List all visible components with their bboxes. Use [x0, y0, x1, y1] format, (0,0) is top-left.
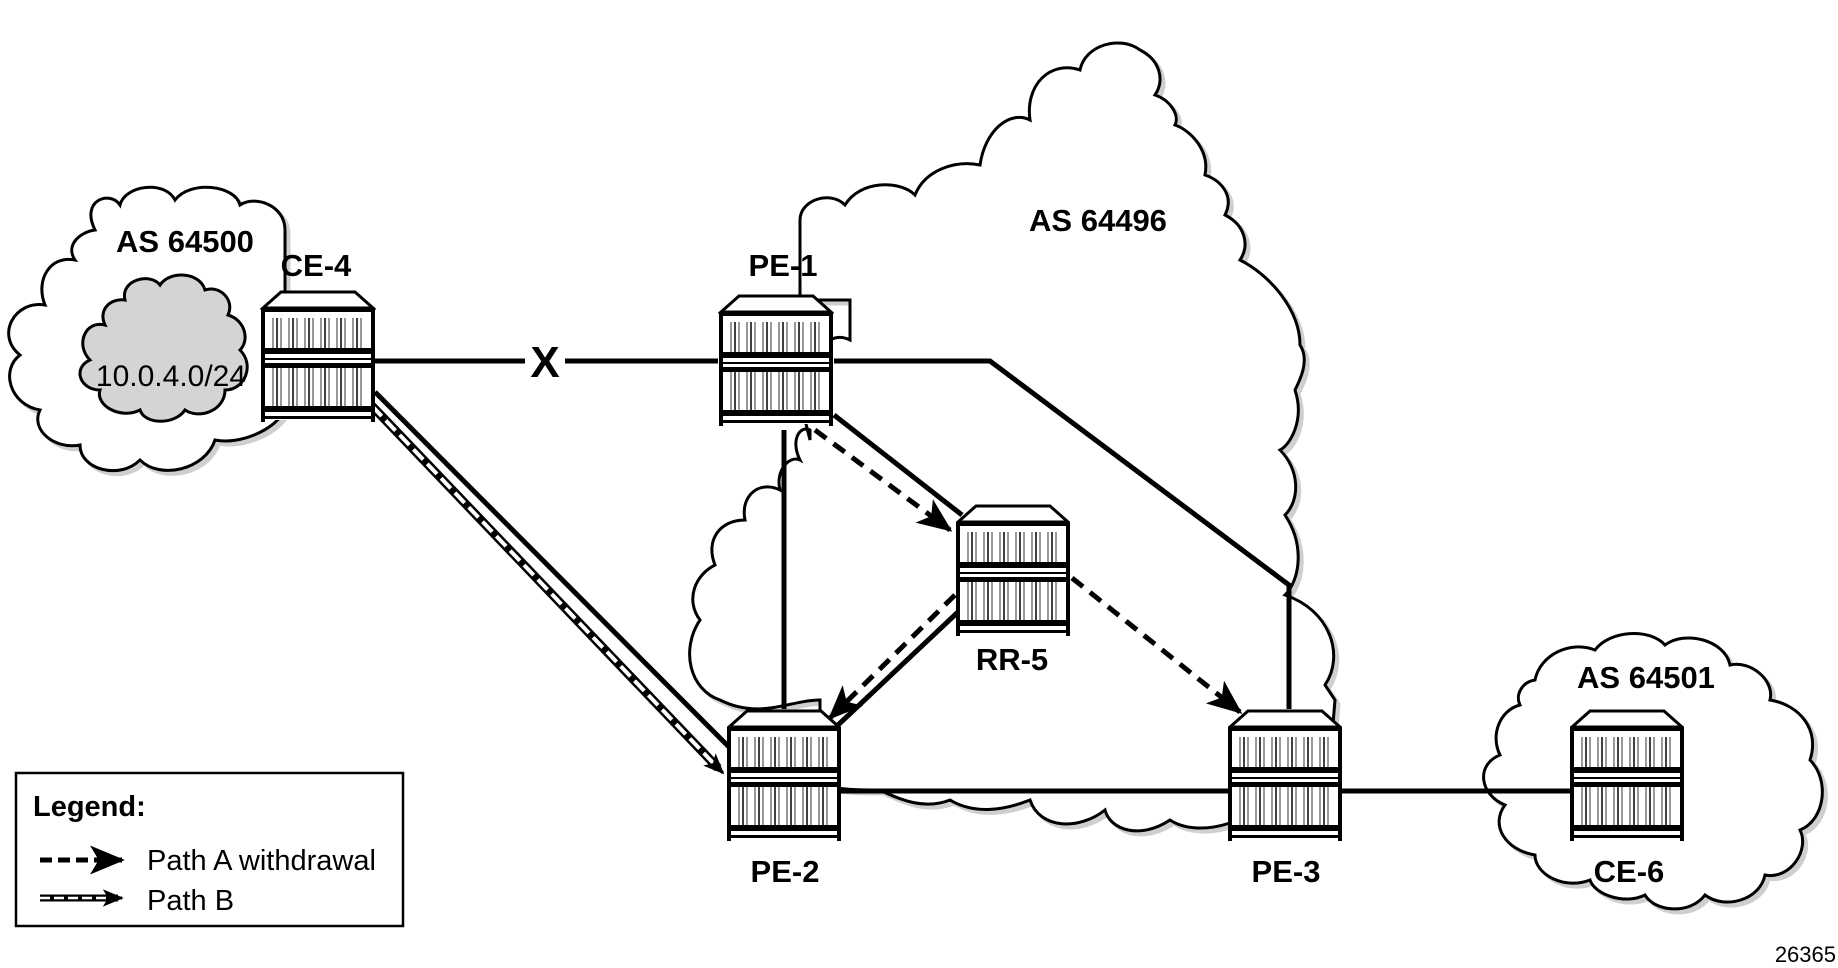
figure-id: 26365 — [1775, 942, 1836, 967]
flow-rr5-pe2 — [827, 593, 957, 721]
as64496-label: AS 64496 — [1029, 203, 1167, 238]
router-rr5[interactable] — [956, 504, 1070, 636]
rr5-label: RR-5 — [976, 642, 1048, 677]
router-pe3[interactable] — [1228, 709, 1342, 841]
flow-rr5-pe3 — [1070, 576, 1243, 714]
as64501-label: AS 64501 — [1577, 660, 1715, 695]
legend-path-a-label: Path A withdrawal — [147, 845, 376, 877]
prefix-label: 10.0.4.0/24 — [96, 360, 246, 393]
router-pe2[interactable] — [727, 709, 841, 841]
as64500-label: AS 64500 — [116, 224, 254, 259]
legend: Legend: Path A withdrawal Path B — [14, 771, 405, 928]
path-a-flows — [813, 427, 1243, 721]
ce4-label: CE-4 — [281, 248, 352, 283]
path-b-flow — [368, 402, 725, 775]
link-pe1-pe3 — [834, 358, 1292, 709]
link-ce4-pe2 — [373, 390, 732, 750]
router-ce6[interactable] — [1570, 709, 1684, 841]
pe1-label: PE-1 — [749, 248, 818, 283]
legend-path-b-label: Path B — [147, 885, 234, 917]
router-ce4[interactable] — [263, 292, 373, 422]
as64496-cloud — [688, 41, 1337, 833]
failure-marker: X — [530, 338, 559, 387]
legend-title: Legend: — [33, 791, 146, 823]
pe3-label: PE-3 — [1252, 854, 1321, 889]
ce6-label: CE-6 — [1594, 854, 1665, 889]
prefix-cloud — [78, 273, 249, 423]
router-pe1[interactable] — [721, 296, 831, 426]
flow-pe1-rr5 — [813, 427, 953, 533]
link-pe1-rr5 — [832, 413, 964, 517]
pe2-label: PE-2 — [751, 854, 820, 889]
